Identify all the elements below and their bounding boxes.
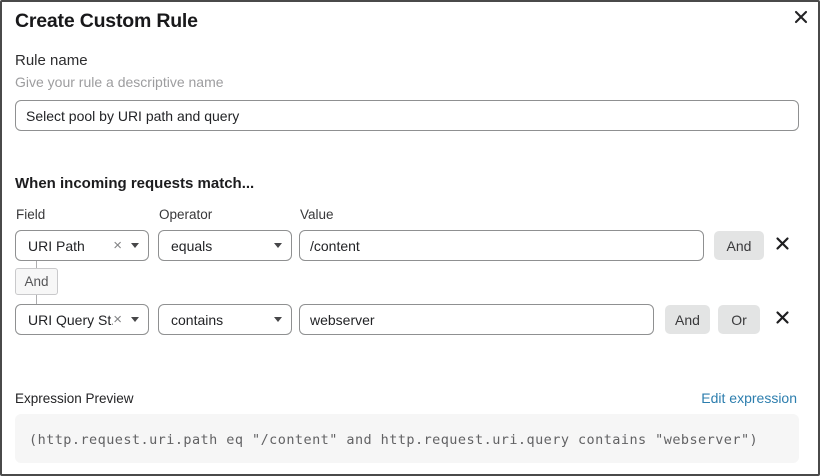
delete-icon [775,310,790,330]
value-column-label: Value [300,207,334,222]
field-select-row2[interactable]: URI Query St... × [15,304,149,335]
chevron-down-icon [131,243,139,248]
operator-select-row2[interactable]: contains [158,304,292,335]
chevron-down-icon [274,243,282,248]
field-select-row1-value: URI Path [28,237,85,254]
value-input-row1[interactable] [299,230,704,261]
chevron-down-icon [274,317,282,322]
rule-name-hint: Give your rule a descriptive name [15,74,224,90]
expression-preview-label: Expression Preview [15,391,134,406]
close-icon [793,9,809,30]
clear-icon[interactable]: × [113,237,122,254]
connector-line [36,261,37,268]
operator-select-row1[interactable]: equals [158,230,292,261]
delete-row1-button[interactable] [772,236,792,256]
rule-name-input[interactable] [15,100,799,131]
expression-code-block [15,414,799,463]
value-input-row2[interactable] [299,304,654,335]
field-select-row2-value: URI Query St... [28,311,113,328]
edit-expression-link[interactable]: Edit expression [701,390,797,406]
expression-code-text: (http.request.uri.path eq "/content" and… [29,432,759,448]
operator-select-row1-value: equals [171,237,213,254]
field-select-row1[interactable]: URI Path × [15,230,149,261]
add-and-condition-button-row2[interactable]: And [665,305,710,334]
connector-line [36,295,37,304]
delete-row2-button[interactable] [772,310,792,330]
close-button[interactable] [790,8,812,30]
chevron-down-icon [131,317,139,322]
field-column-label: Field [16,207,46,222]
clear-icon[interactable]: × [113,311,122,328]
dialog-title: Create Custom Rule [15,10,198,32]
rule-name-label: Rule name [15,52,88,69]
and-connector-badge: And [15,268,58,295]
add-or-condition-button-row2[interactable]: Or [718,305,760,334]
match-heading: When incoming requests match... [15,175,255,192]
add-and-condition-button-row1[interactable]: And [714,231,764,260]
operator-select-row2-value: contains [171,311,224,328]
operator-column-label: Operator [159,207,213,222]
delete-icon [775,236,790,256]
